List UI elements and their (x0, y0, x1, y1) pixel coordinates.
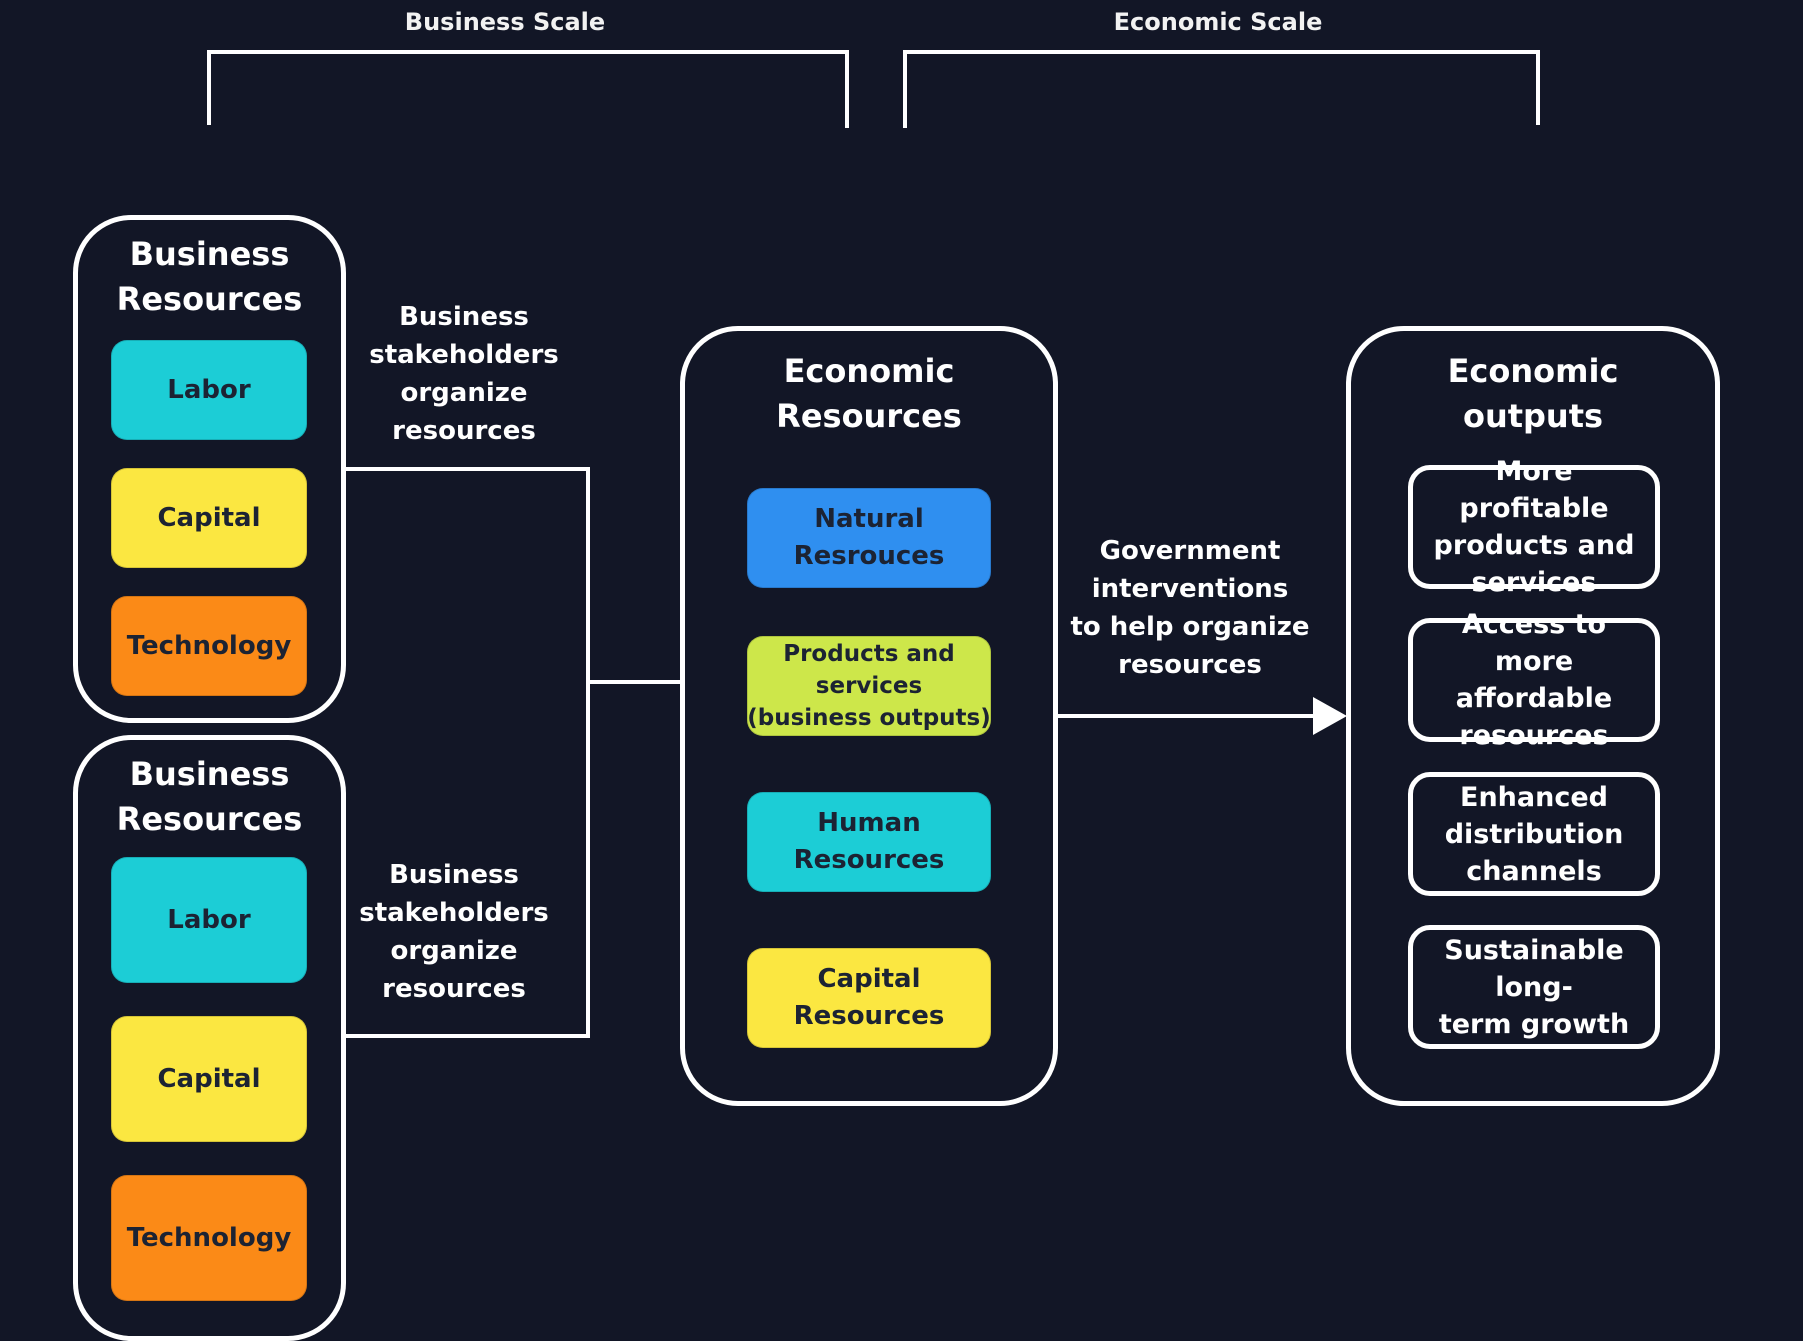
business-resources-panel-bottom: Business Resources Labor Capital Technol… (73, 735, 346, 1341)
economic-resources-panel: Economic Resources Natural Resrouces Pro… (680, 326, 1058, 1106)
government-interventions-note: Government interventions to help organiz… (1070, 536, 1310, 680)
capital-chip-top: Capital (111, 468, 307, 568)
economic-outputs-panel: Economic outputs More profitable product… (1346, 326, 1720, 1106)
business-resources-title-bottom: Business Resources (116, 755, 303, 838)
business-stakeholders-note-bottom: Business stakeholders organize resources (359, 860, 549, 1004)
business-resources-title-top: Business Resources (116, 235, 303, 318)
labor-chip-top: Labor (111, 340, 307, 440)
output-sustainable-growth: Sustainable long- term growth (1408, 925, 1660, 1049)
bottom-business-connector (345, 682, 590, 1038)
economic-resources-title: Economic Resources (776, 352, 962, 435)
capital-resources-chip: Capital Resources (747, 948, 991, 1048)
technology-chip-top: Technology (111, 596, 307, 696)
economic-to-outputs-arrowhead (1313, 697, 1347, 735)
human-resources-chip: Human Resources (747, 792, 991, 892)
capital-chip-bottom: Capital (111, 1016, 307, 1142)
economic-scale-bracket (903, 50, 1540, 128)
labor-chip-bottom: Labor (111, 857, 307, 983)
top-business-connector (345, 467, 590, 682)
business-resources-panel-top: Business Resources Labor Capital Technol… (73, 215, 346, 723)
output-more-profitable-products: More profitable products and services (1408, 456, 1660, 598)
output-enhanced-distribution-channels: Enhanced distribution channels (1408, 772, 1660, 896)
economic-scale-label: Economic Scale (1113, 8, 1323, 36)
business-stakeholders-note-top: Business stakeholders organize resources (369, 302, 559, 446)
products-and-services-chip: Products and services (business outputs) (747, 636, 991, 736)
economic-outputs-title: Economic outputs (1447, 352, 1619, 435)
business-scale-bracket (207, 50, 849, 128)
business-scale-label: Business Scale (404, 8, 606, 36)
technology-chip-bottom: Technology (111, 1175, 307, 1301)
natural-resources-chip: Natural Resrouces (747, 488, 991, 588)
output-access-affordable-resources: Access to more affordable resources (1408, 609, 1660, 751)
